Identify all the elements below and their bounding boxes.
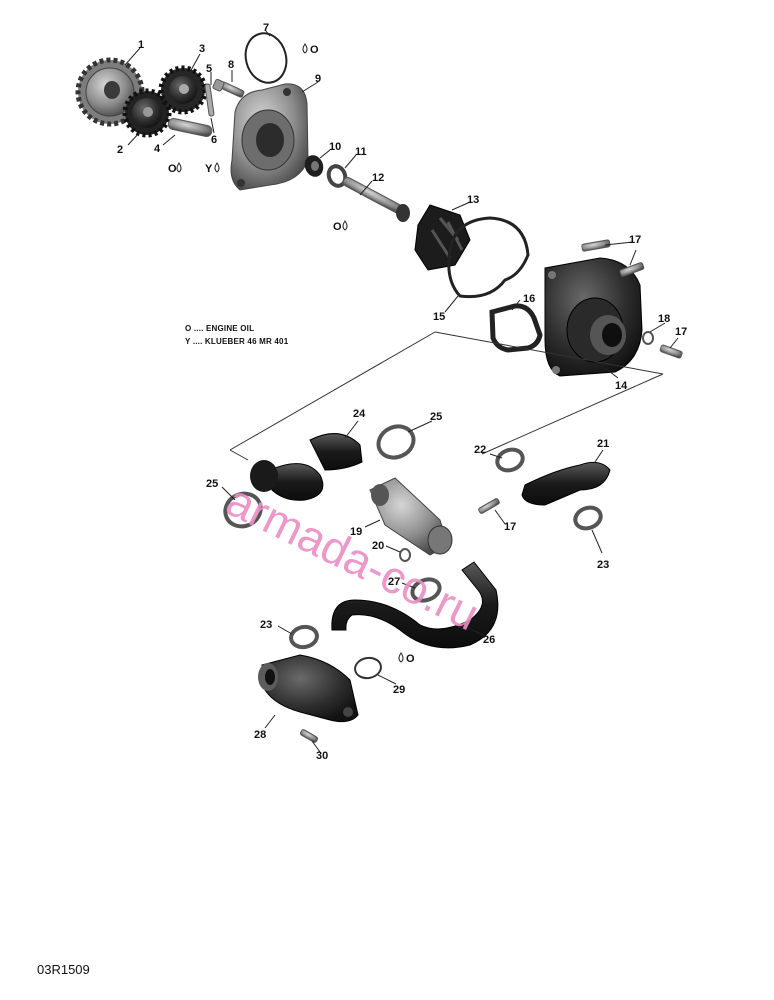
callout-1: 1	[138, 39, 144, 51]
callout-labels: 1 2 3 4 5 6 7 8 9 10 11 12 13 14 15 16 1…	[117, 22, 687, 762]
gasket-16	[489, 303, 543, 353]
callout-10: 10	[329, 141, 341, 153]
callout-19: 19	[350, 526, 362, 538]
callout-18: 18	[658, 313, 670, 325]
clamp-25-lower	[223, 491, 263, 529]
diagram-reference-code: 03R1509	[37, 962, 90, 977]
svg-text:Y: Y	[205, 163, 213, 175]
callout-12: 12	[372, 172, 384, 184]
callout-3: 3	[199, 43, 205, 55]
svg-text:O: O	[406, 653, 415, 665]
oil-drop-icon-7: O	[302, 43, 319, 56]
callout-22: 22	[474, 444, 486, 456]
callout-17c: 17	[504, 521, 516, 533]
callout-15: 15	[433, 311, 445, 323]
callout-17a: 17	[629, 234, 641, 246]
shaft-4	[167, 117, 213, 138]
callout-16: 16	[523, 293, 535, 305]
impeller-13	[414, 204, 471, 271]
oil-drop-icon-4: O	[168, 162, 182, 175]
callout-8: 8	[228, 59, 234, 71]
callout-17b: 17	[675, 326, 687, 338]
clamp-23-right	[573, 505, 603, 531]
impeller-shaft-12	[342, 176, 410, 222]
assembly-boundary	[229, 331, 664, 461]
hose-26	[331, 561, 499, 649]
oil-drop-icon-29: O	[398, 652, 415, 665]
clamp-23-left	[289, 624, 319, 650]
gasket-15	[447, 216, 530, 299]
callout-7: 7	[263, 22, 269, 34]
callout-13: 13	[467, 194, 479, 206]
svg-text:O: O	[168, 163, 177, 175]
callout-25b: 25	[206, 478, 218, 490]
leader-lines	[124, 30, 679, 753]
hose-21	[521, 461, 611, 506]
callout-11: 11	[355, 146, 367, 158]
bolt-8	[212, 78, 245, 98]
callout-2: 2	[117, 144, 123, 156]
bolt-17-lower-right	[659, 344, 683, 359]
callout-20: 20	[372, 540, 384, 552]
callout-29: 29	[393, 684, 405, 696]
callout-21: 21	[597, 438, 609, 450]
clamp-25-upper	[376, 424, 416, 460]
pin-5	[204, 83, 215, 117]
callout-24: 24	[353, 408, 366, 420]
washer-18	[642, 331, 654, 345]
oil-drop-icon-12: O	[333, 220, 348, 233]
o-ring-7	[244, 32, 288, 84]
pump-housing-9	[230, 83, 309, 191]
ring-11	[326, 164, 348, 188]
callout-6: 6	[211, 134, 217, 146]
clamp-27	[410, 577, 442, 603]
callout-25a: 25	[430, 411, 442, 423]
callout-28: 28	[254, 729, 266, 741]
svg-text:O: O	[333, 221, 342, 233]
gear-2	[122, 88, 172, 138]
callout-5: 5	[206, 63, 212, 75]
callout-30: 30	[316, 750, 328, 762]
washer-20	[399, 548, 411, 562]
callout-23a: 23	[597, 559, 609, 571]
o-ring-29	[354, 656, 382, 680]
coolant-fitting-28	[258, 654, 359, 723]
callout-9: 9	[315, 73, 321, 85]
svg-text:O: O	[310, 44, 319, 56]
gear-3	[158, 65, 208, 115]
seal-10	[304, 155, 324, 177]
bolt-17-upper-right	[619, 262, 645, 277]
bolt-30	[299, 729, 319, 743]
bolt-17-top	[581, 239, 611, 252]
bolt-17-lower	[478, 498, 500, 514]
clamp-22	[495, 447, 525, 473]
callout-26: 26	[483, 634, 495, 646]
callout-23b: 23	[260, 619, 272, 631]
water-pump-cover-14	[544, 257, 643, 377]
grease-drop-icon-6: Y	[205, 162, 220, 175]
callout-4: 4	[154, 143, 161, 155]
hose-24	[250, 433, 363, 501]
legend-engine-oil: O .... ENGINE OIL	[185, 324, 255, 333]
thermostat-housing-19	[369, 477, 453, 556]
callout-14: 14	[615, 380, 628, 392]
callout-27: 27	[388, 576, 400, 588]
legend-klueber: Y .... KLUEBER 46 MR 401	[185, 337, 289, 346]
